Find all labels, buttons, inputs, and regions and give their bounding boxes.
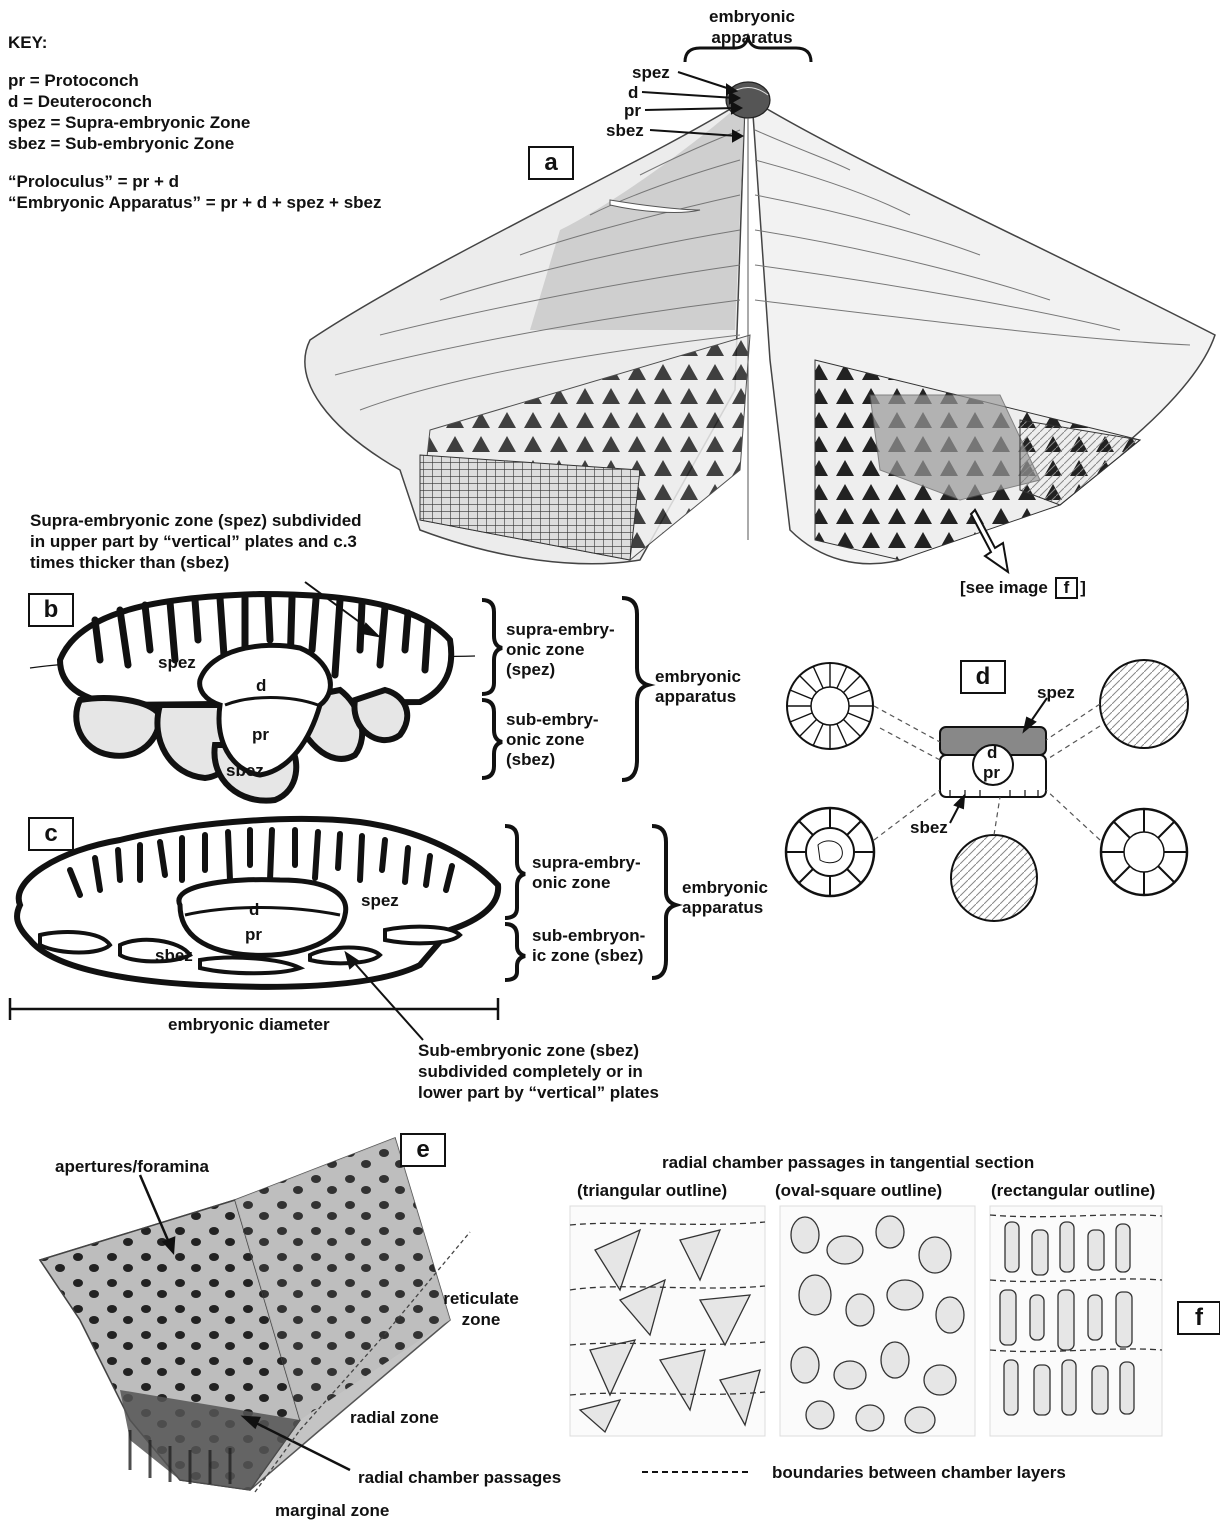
disc-radial-top <box>787 663 873 749</box>
panel-b-pr: pr <box>252 724 269 745</box>
panel-c-lower-line2: ic zone (sbez) <box>532 946 645 966</box>
panel-label-a: a <box>528 146 574 180</box>
panel-b-upper-line3: (spez) <box>506 660 615 680</box>
apertures-label: apertures/foramina <box>55 1156 209 1177</box>
reticulate-zone-label: reticulate zone <box>426 1288 536 1330</box>
panel-b-annotation-line1: Supra-embryonic zone (spez) subdivided <box>30 510 362 531</box>
panel-b-lower-line2: onic zone <box>506 730 599 750</box>
panel-b-d: d <box>256 675 266 696</box>
see-image-prefix: [see image <box>960 578 1048 597</box>
panel-c-lower-label: sub-embryon- ic zone (sbez) <box>532 926 645 966</box>
panel-f-col-oval-square: (oval-square outline) <box>775 1180 942 1201</box>
apparatus-top-label: embryonic apparatus <box>692 6 812 48</box>
panel-b-outer-line1: embryonic <box>655 667 741 687</box>
panel-f-col-triangular: (triangular outline) <box>577 1180 727 1201</box>
panel-b-sbez: sbez <box>226 760 264 781</box>
panel-f-col-rectangular: (rectangular outline) <box>991 1180 1155 1201</box>
see-image-ref: [see image f] <box>960 577 1086 599</box>
panel-b-annotation-line3: times thicker than (sbez) <box>30 552 362 573</box>
panel-b-annotation-line2: in upper part by “vertical” plates and c… <box>30 531 362 552</box>
reticulate-line2: zone <box>426 1309 536 1330</box>
panel-c-spez: spez <box>361 890 399 911</box>
panel-d-sbez: sbez <box>910 817 948 838</box>
panel-f-legend: boundaries between chamber layers <box>772 1462 1066 1483</box>
panel-label-d: d <box>960 660 1006 694</box>
embryonic-diameter-label: embryonic diameter <box>168 1014 330 1035</box>
panel-b-outer-line2: apparatus <box>655 687 741 707</box>
panel-d-spez: spez <box>1037 682 1075 703</box>
panel-b-upper-line2: onic zone <box>506 640 615 660</box>
callout-pr: pr <box>624 100 641 121</box>
panel-c-annotation-line1: Sub-embryonic zone (sbez) <box>418 1040 659 1061</box>
panel-c-d: d <box>249 899 259 920</box>
panel-b-upper-line1: supra-embry- <box>506 620 615 640</box>
panel-c-sbez: sbez <box>155 945 193 966</box>
panel-c-upper-line2: onic zone <box>532 873 641 893</box>
panel-label-b: b <box>28 593 74 627</box>
disc-cellular-top <box>1100 660 1188 748</box>
panel-c-annotation-line3: lower part by “vertical” plates <box>418 1082 659 1103</box>
panel-b-lower-label: sub-embry- onic zone (sbez) <box>506 710 599 770</box>
panel-label-f: f <box>1177 1301 1220 1335</box>
panel-f-title: radial chamber passages in tangential se… <box>662 1152 1034 1173</box>
panel-c-annotation-line2: subdivided completely or in <box>418 1061 659 1082</box>
panel-d-d: d <box>987 742 997 763</box>
panel-c-lower-line1: sub-embryon- <box>532 926 645 946</box>
callout-spez: spez <box>632 62 670 83</box>
apparatus-top-line1: embryonic <box>692 6 812 27</box>
disc-cellular-bottom <box>951 835 1037 921</box>
reticulate-line1: reticulate <box>426 1288 536 1309</box>
cone-drawing <box>305 82 1215 564</box>
disc-chambered-right <box>1101 809 1187 895</box>
panel-c-upper-label: supra-embry- onic zone <box>532 853 641 893</box>
marginal-zone-label: marginal zone <box>275 1500 389 1521</box>
see-image-box: f <box>1055 577 1079 599</box>
panel-c-outer-line2: apparatus <box>682 898 768 918</box>
panel-b-lower-line3: (sbez) <box>506 750 599 770</box>
panel-c-annotation: Sub-embryonic zone (sbez) subdivided com… <box>418 1040 659 1103</box>
panel-e-drawing <box>40 1138 470 1492</box>
panel-c-pr: pr <box>245 924 262 945</box>
panel-c-upper-line1: supra-embry- <box>532 853 641 873</box>
panel-b-annotation: Supra-embryonic zone (spez) subdivided i… <box>30 510 362 573</box>
panel-d-pr: pr <box>983 762 1000 783</box>
panel-label-e: e <box>400 1133 446 1167</box>
panel-b-outer-label: embryonic apparatus <box>655 667 741 707</box>
radial-zone-label: radial zone <box>350 1407 439 1428</box>
panel-c-outer-line1: embryonic <box>682 878 768 898</box>
panel-f-drawing <box>570 1206 1162 1472</box>
panel-b-lower-line1: sub-embry- <box>506 710 599 730</box>
panel-label-c: c <box>28 817 74 851</box>
panel-b-spez: spez <box>158 652 196 673</box>
radial-chamber-passages-label: radial chamber passages <box>358 1467 561 1488</box>
disc-chambered-left <box>786 808 874 896</box>
panel-d-drawing <box>786 660 1188 921</box>
panel-c-outer-label: embryonic apparatus <box>682 878 768 918</box>
see-image-suffix: ] <box>1080 578 1086 597</box>
callout-sbez: sbez <box>606 120 644 141</box>
apparatus-top-line2: apparatus <box>692 27 812 48</box>
panel-b-upper-label: supra-embry- onic zone (spez) <box>506 620 615 680</box>
